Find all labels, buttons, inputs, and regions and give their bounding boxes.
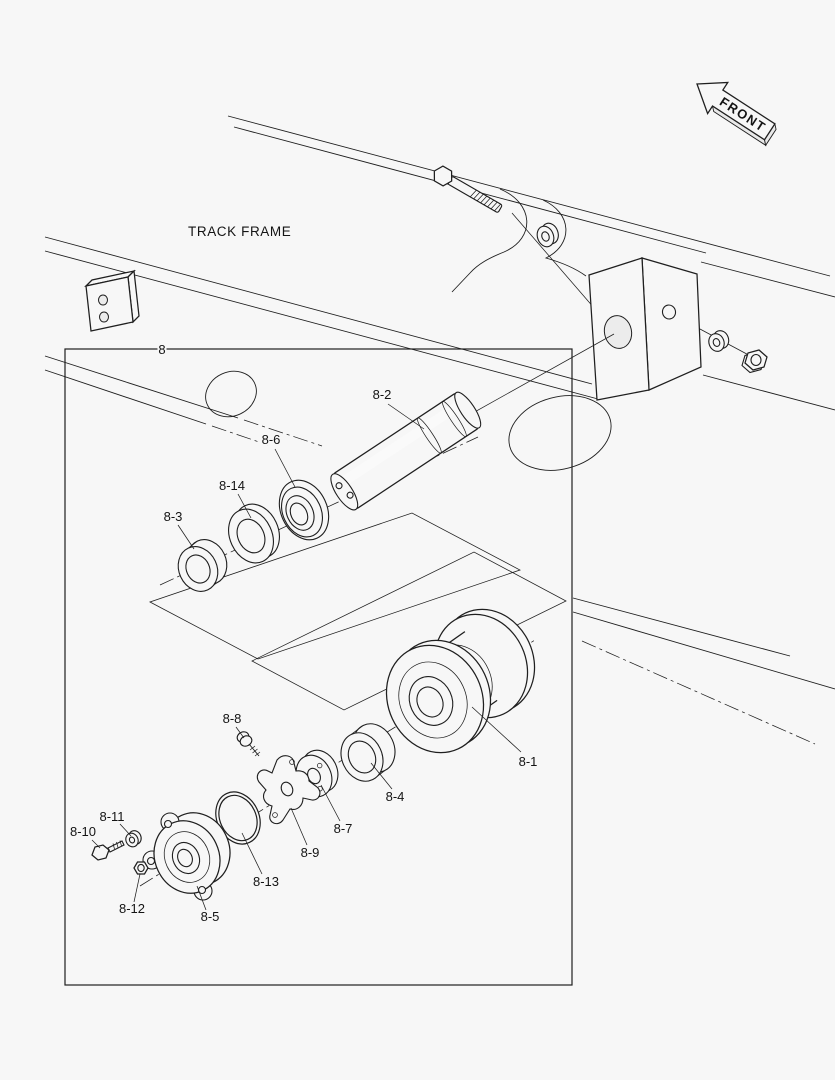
callout-8-5: 8-5 (196, 885, 221, 926)
callouts: 8 8-2 8-6 8-14 8-3 8-1 8-4 8-7 (68, 340, 539, 926)
svg-text:8-6: 8-6 (262, 432, 281, 447)
part-bearing (228, 503, 280, 564)
part-retainer (256, 755, 321, 825)
callout-8-11: 8-11 (97, 807, 132, 837)
callout-8-14: 8-14 (217, 476, 252, 519)
callout-8-6: 8-6 (260, 430, 296, 488)
part-bolt-small (236, 731, 261, 757)
callout-8-10: 8-10 (68, 822, 101, 849)
svg-text:8-13: 8-13 (253, 874, 279, 889)
mounting-block-left (84, 269, 140, 332)
callout-8: 8 (156, 340, 167, 359)
callout-8-12: 8-12 (117, 873, 147, 918)
part-support (142, 812, 231, 901)
callout-8-8: 8-8 (221, 709, 245, 739)
svg-text:8: 8 (158, 342, 165, 357)
bolt-washer (536, 222, 559, 248)
svg-text:8-3: 8-3 (164, 509, 183, 524)
callout-8-4: 8-4 (370, 762, 406, 806)
svg-text:8-9: 8-9 (301, 845, 320, 860)
callout-8-13: 8-13 (241, 832, 281, 891)
bracket-nut (741, 349, 768, 374)
svg-text:8-12: 8-12 (119, 901, 145, 916)
svg-text:8-14: 8-14 (219, 478, 245, 493)
bracket-washer (708, 330, 730, 352)
mounting-bolt (433, 165, 503, 213)
svg-text:8-7: 8-7 (334, 821, 353, 836)
svg-text:8-10: 8-10 (70, 824, 96, 839)
part-bushing-inner (340, 723, 396, 782)
front-arrow: FRONT (696, 81, 777, 147)
svg-text:8-8: 8-8 (223, 711, 242, 726)
detail-box (64, 348, 573, 986)
part-nut (133, 861, 149, 875)
svg-text:8-4: 8-4 (386, 789, 405, 804)
part-seal (278, 479, 330, 541)
part-pin (330, 391, 482, 511)
svg-text:8-5: 8-5 (201, 909, 220, 924)
part-roller (385, 608, 536, 754)
callout-8-2: 8-2 (371, 385, 425, 430)
svg-text:8-2: 8-2 (373, 387, 392, 402)
part-washer (125, 830, 142, 848)
callout-8-3: 8-3 (162, 507, 195, 550)
part-bolt (91, 840, 125, 861)
svg-text:8-1: 8-1 (519, 754, 538, 769)
callout-8-9: 8-9 (290, 807, 321, 862)
callout-8-1: 8-1 (471, 706, 539, 771)
track-frame-label: TRACK FRAME (188, 224, 291, 239)
frame-bracket (588, 257, 702, 401)
part-bushing-outer (177, 539, 228, 592)
track-frame-structure (44, 115, 835, 411)
svg-text:8-11: 8-11 (99, 809, 124, 824)
callout-8-7: 8-7 (320, 784, 354, 838)
